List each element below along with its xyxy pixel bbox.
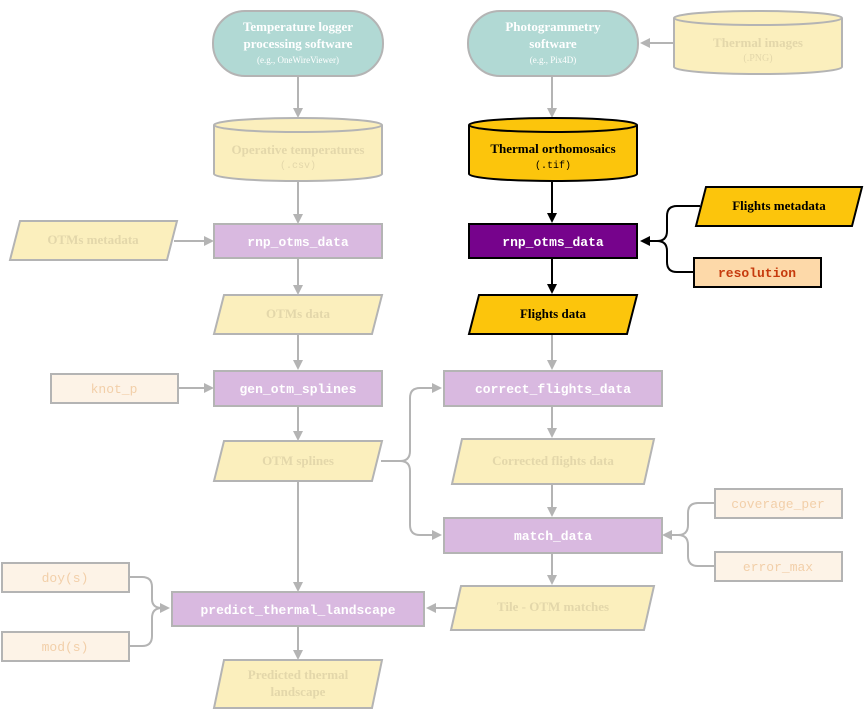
error-max-label: error_max <box>743 560 813 575</box>
edge-mod-to-predict <box>129 607 163 647</box>
gen-otm-splines-label: gen_otm_splines <box>239 382 356 397</box>
operative-temps-title: Operative temperatures <box>232 142 365 157</box>
temp-software-subtitle: (e.g., OneWireViewer) <box>257 55 339 65</box>
tile-otm-matches-node: Tile - OTM matches <box>449 585 656 631</box>
otms-metadata-label: OTMs metadata <box>47 232 139 247</box>
coverage-per-label: coverage_per <box>731 497 825 512</box>
gen-otm-splines-node: gen_otm_splines <box>213 370 383 407</box>
rnp-otms-data-left-node: rnp_otms_data <box>213 223 383 259</box>
edge-flights-metadata-to-rnp <box>640 205 700 246</box>
correct-flights-data-label: correct_flights_data <box>475 382 631 397</box>
otms-metadata-node: OTMs metadata <box>8 220 179 261</box>
knot-p-label: knot_p <box>91 382 138 397</box>
otm-splines-node: OTM splines <box>212 440 384 482</box>
predicted-line1: Predicted thermal <box>248 667 349 682</box>
flights-metadata-node: Flights metadata <box>694 186 864 227</box>
thermal-images-subtitle: (.PNG) <box>743 53 772 64</box>
photo-software-title-line2: software <box>529 36 577 51</box>
predict-thermal-landscape-label: predict_thermal_landscape <box>200 603 395 618</box>
predicted-line2: landscape <box>271 684 326 699</box>
match-data-label: match_data <box>514 529 592 544</box>
mod-label: mod(s) <box>42 640 89 655</box>
tile-otm-matches-label: Tile - OTM matches <box>497 599 609 614</box>
otm-splines-label: OTM splines <box>262 453 334 468</box>
edge-splines-to-correct-flights <box>381 383 442 462</box>
thermal-ortho-subtitle: (.tif) <box>535 160 571 172</box>
thermal-ortho-title: Thermal orthomosaics <box>490 141 615 156</box>
thermal-images-title: Thermal images <box>713 35 803 50</box>
doy-label: doy(s) <box>42 571 89 586</box>
match-data-node: match_data <box>443 517 663 554</box>
rnp-otms-data-right-label: rnp_otms_data <box>502 235 604 250</box>
flights-metadata-label: Flights metadata <box>732 198 826 213</box>
rnp-otms-data-left-label: rnp_otms_data <box>247 235 349 250</box>
edge-coverage-to-match <box>662 502 715 540</box>
connectors <box>129 38 715 660</box>
resolution-label: resolution <box>718 266 796 281</box>
thermal-orthomosaics-node: Thermal orthomosaics (.tif) <box>468 117 638 182</box>
resolution-param-node: resolution <box>693 257 822 288</box>
edge-resolution-to-rnp <box>656 240 694 273</box>
temperature-logger-software-node: Temperature logger processing software (… <box>212 10 384 77</box>
temp-software-title-line2: processing software <box>244 36 353 51</box>
temp-software-title-line1: Temperature logger <box>243 19 353 34</box>
rnp-otms-data-right-node: rnp_otms_data <box>468 223 638 259</box>
operative-temperatures-node: Operative temperatures (.csv) <box>213 117 383 182</box>
otms-data-node: OTMs data <box>212 294 384 335</box>
thermal-images-node: Thermal images (.PNG) <box>673 10 843 75</box>
correct-flights-data-node: correct_flights_data <box>443 370 663 407</box>
photo-software-title-line1: Photogrammetry <box>505 19 601 34</box>
knot-p-param-node: knot_p <box>50 373 179 404</box>
error-max-param-node: error_max <box>714 551 843 582</box>
photogrammetry-software-node: Photogrammetry software (e.g., Pix4D) <box>467 10 639 77</box>
flights-data-label: Flights data <box>520 306 587 321</box>
otms-data-label: OTMs data <box>266 306 330 321</box>
edge-error-max-to-match <box>677 534 715 567</box>
predicted-thermal-landscape-node: Predicted thermal landscape <box>212 659 384 709</box>
photo-software-subtitle: (e.g., Pix4D) <box>530 55 577 65</box>
flights-data-node: Flights data <box>467 294 639 335</box>
doy-param-node: doy(s) <box>1 562 130 593</box>
coverage-per-param-node: coverage_per <box>714 488 843 519</box>
edge-splines-to-match-data <box>399 460 442 540</box>
operative-temps-subtitle: (.csv) <box>280 160 316 172</box>
corrected-flights-data-node: Corrected flights data <box>450 438 656 485</box>
corrected-flights-data-label: Corrected flights data <box>492 453 614 468</box>
predict-thermal-landscape-node: predict_thermal_landscape <box>171 591 425 627</box>
edge-doy-to-predict <box>129 576 170 613</box>
mod-param-node: mod(s) <box>1 631 130 662</box>
